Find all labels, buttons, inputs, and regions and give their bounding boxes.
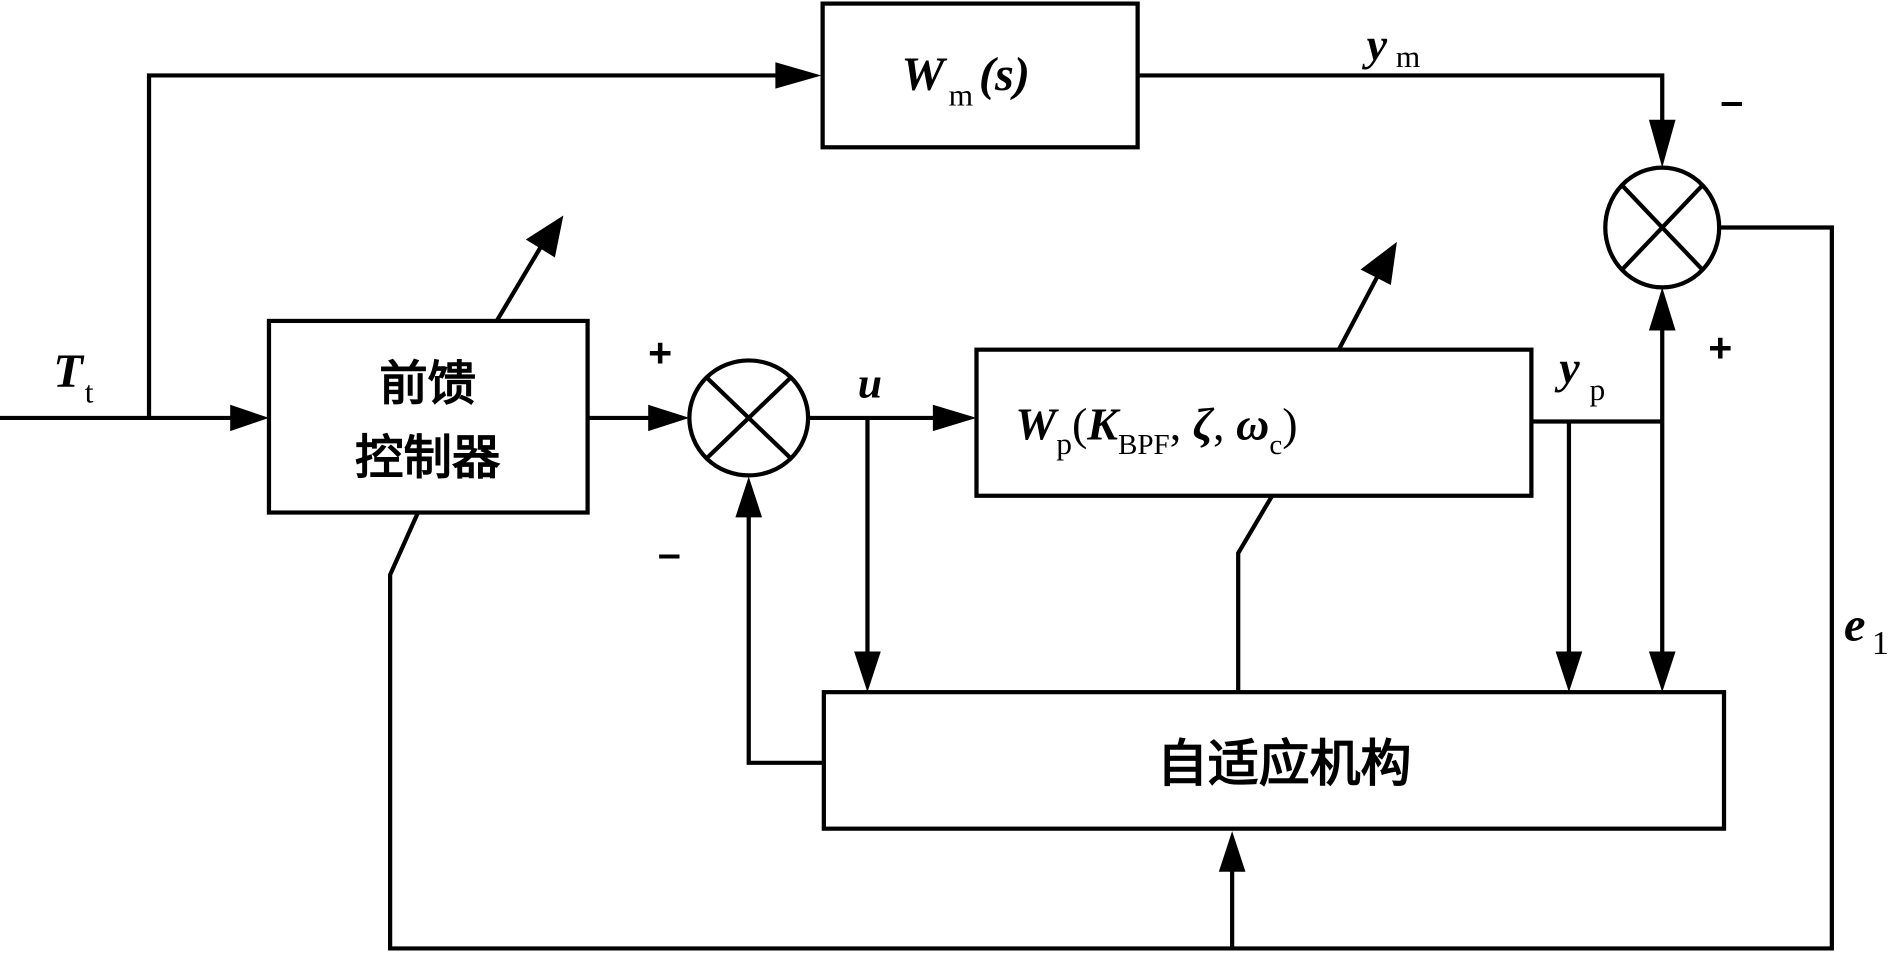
input-symbol: T: [53, 345, 84, 398]
adjustable-arrow-icon: [1360, 241, 1397, 286]
reference-model-arg: (s): [979, 48, 1030, 101]
plant-output-symbol: y: [1554, 342, 1580, 393]
inner-plus-sign: +: [648, 330, 672, 376]
input-subscript: t: [85, 375, 94, 410]
model-output-subscript: m: [1396, 39, 1420, 74]
adaptive-mechanism-block[interactable]: 自适应机构: [735, 476, 1727, 831]
adjustable-arrow-icon: [525, 215, 564, 258]
plant-output-subscript: p: [1590, 372, 1606, 407]
feedforward-label-line1: 前馈: [379, 356, 476, 412]
outer-plus-sign: +: [1708, 325, 1732, 371]
inner-summing-junction: [687, 358, 811, 478]
outer-summing-junction: [1603, 165, 1722, 290]
plant-block[interactable]: Wp(KBPF, ζ, ωc): [974, 241, 1534, 693]
feedforward-label-line2: 控制器: [355, 430, 501, 486]
error-symbol: e: [1844, 599, 1866, 652]
input-signal: T t: [0, 345, 269, 432]
reference-model-symbol: W: [901, 48, 947, 101]
plant-label: Wp(KBPF, ζ, ωc): [1015, 399, 1297, 461]
inner-minus-sign: –: [658, 531, 681, 577]
model-output-signal: y m –: [1137, 19, 1743, 168]
outer-minus-sign: –: [1720, 78, 1743, 124]
feedforward-controller-block[interactable]: 前馈 控制器: [266, 215, 590, 515]
adaptive-mechanism-label: 自适应机构: [1157, 734, 1411, 793]
feedforward-output-signal: + –: [587, 330, 690, 577]
control-signal: u: [808, 360, 977, 693]
reference-model-subscript: m: [949, 78, 973, 113]
error-subscript: 1: [1872, 625, 1889, 662]
model-output-symbol: y: [1362, 19, 1388, 70]
reference-branch: [146, 62, 822, 418]
reference-model-block[interactable]: W m (s): [820, 1, 1140, 150]
control-symbol: u: [858, 360, 882, 408]
plant-output-signal: y p +: [1531, 287, 1732, 693]
error-signal: e 1: [387, 225, 1889, 951]
